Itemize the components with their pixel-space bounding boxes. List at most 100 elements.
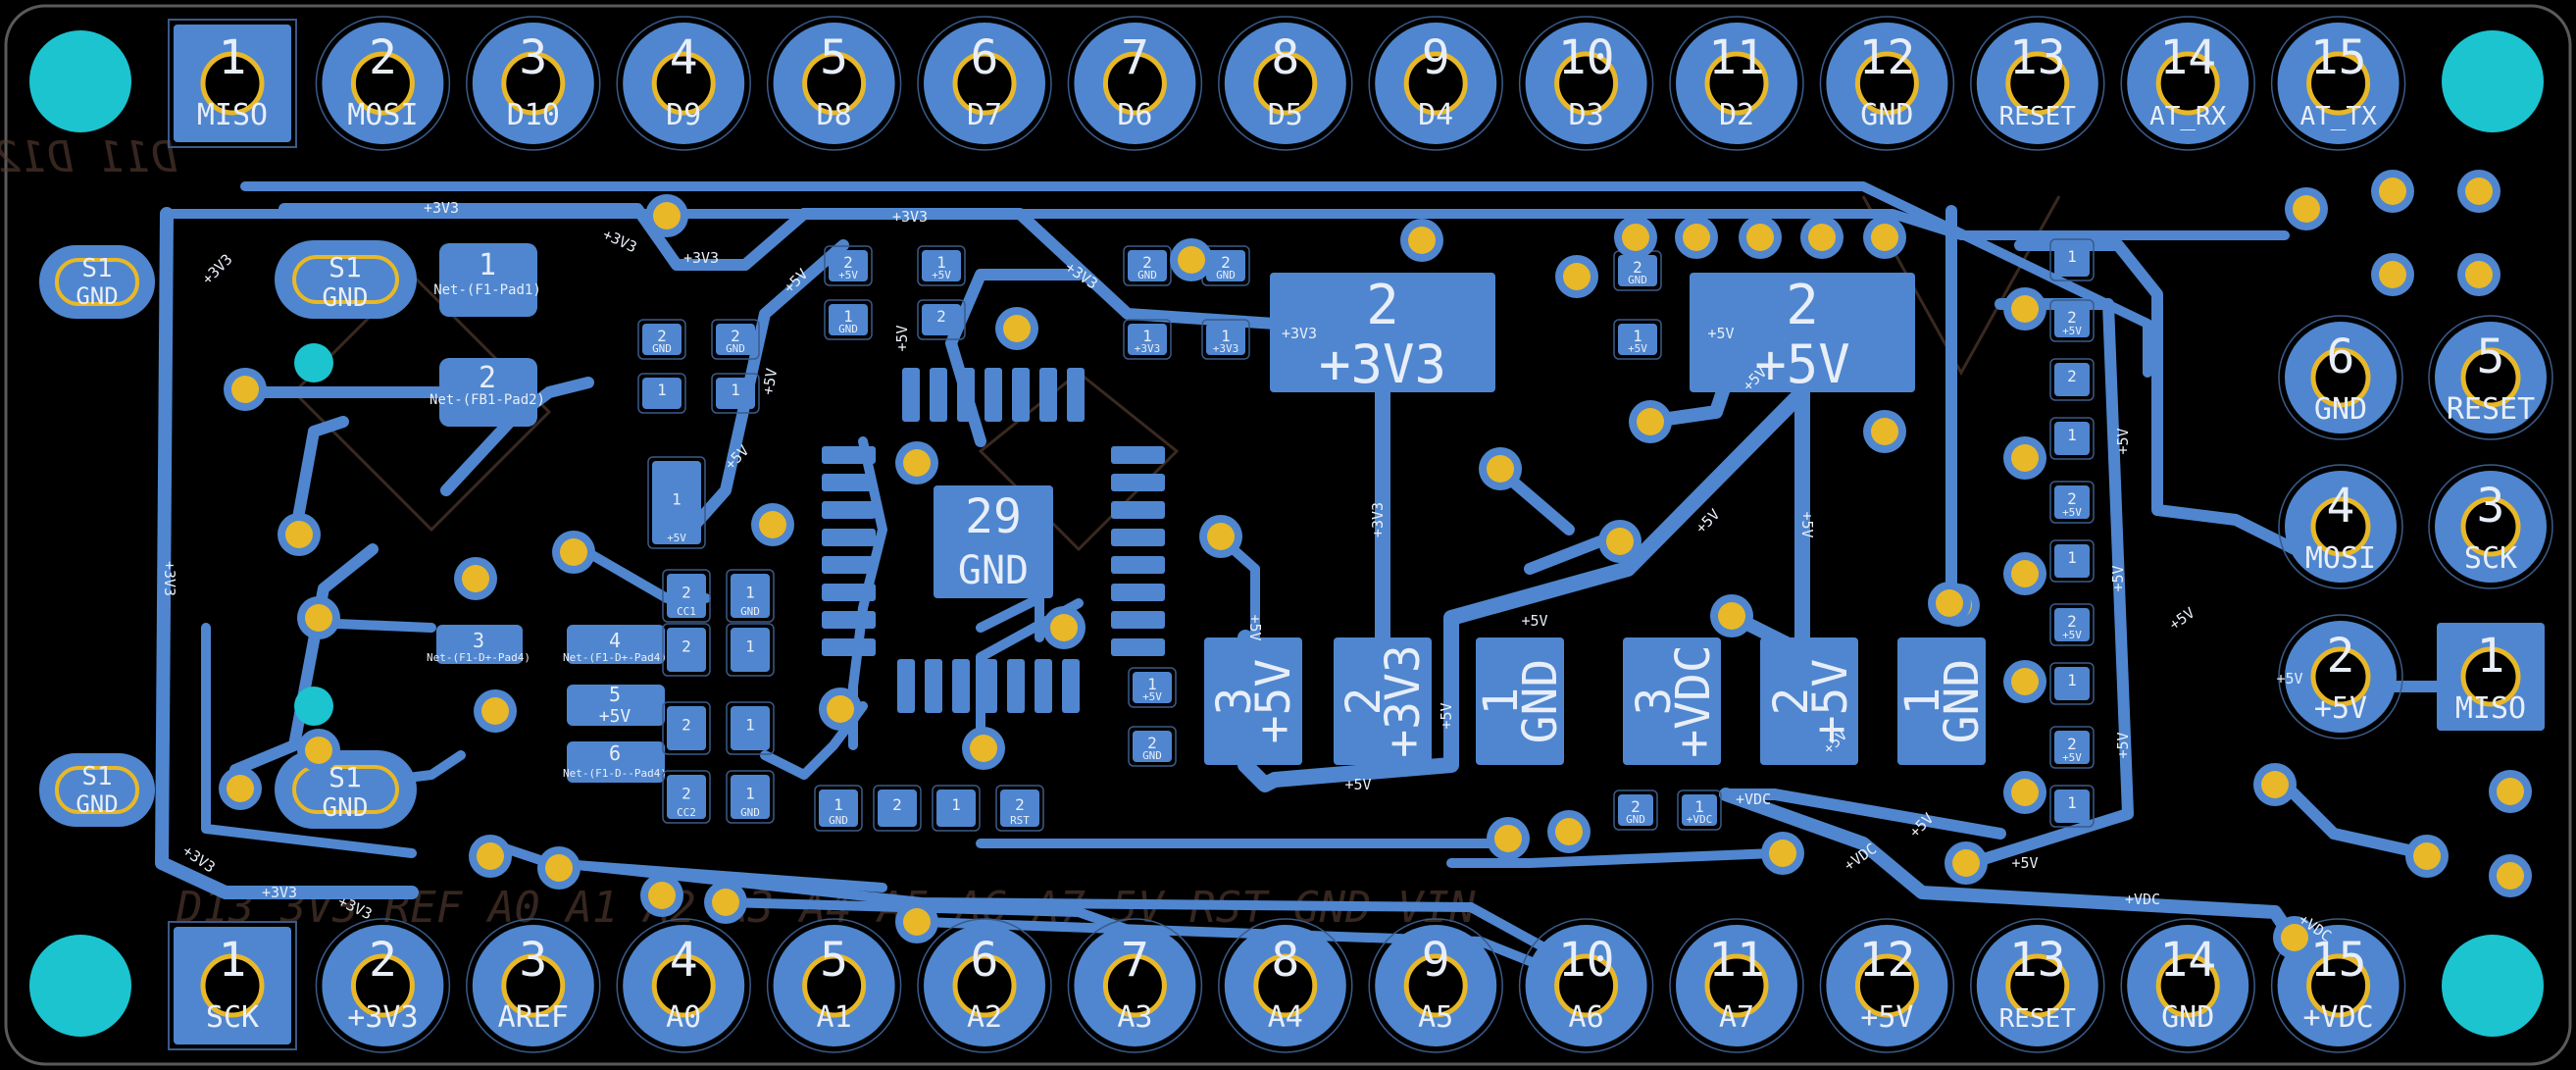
via — [640, 874, 683, 917]
smd-pad: 1+VDC — [1677, 790, 1722, 831]
ic-pin — [957, 368, 975, 422]
svg-text:1: 1 — [2067, 548, 2077, 567]
usb-peg-hole — [294, 687, 333, 726]
svg-text:+3V3: +3V3 — [1135, 342, 1161, 355]
svg-text:GND: GND — [838, 323, 858, 335]
top-pin-number: 12 — [1859, 30, 1916, 85]
ic-pin — [822, 501, 876, 519]
svg-text:1: 1 — [2067, 426, 2077, 444]
svg-text:GND: GND — [958, 548, 1029, 593]
usb-peg-hole — [294, 343, 333, 382]
bottom-pin-15: 15+VDC — [2270, 918, 2406, 1053]
top-pin-label: D5 — [1268, 98, 1303, 132]
net-label: +5V — [2276, 670, 2302, 688]
top-pin-label: D2 — [1719, 98, 1754, 132]
svg-text:3: 3 — [1627, 688, 1682, 716]
smd-pad: 2+5V — [2049, 726, 2095, 769]
bottom-pin-7: 7A3 — [1067, 918, 1203, 1053]
svg-text:1: 1 — [951, 795, 961, 814]
mcu-ground-pad: 29 GND — [934, 485, 1053, 598]
svg-text:+5V: +5V — [2062, 325, 2082, 337]
top-pin-label: D3 — [1569, 98, 1604, 132]
net-label: +3V3 — [892, 208, 928, 226]
svg-text:Net-(F1-Pad1): Net-(F1-Pad1) — [433, 282, 541, 298]
net-label: +5V — [1798, 511, 1816, 537]
svg-text:1: 1 — [1221, 327, 1231, 345]
via — [552, 531, 595, 574]
via — [2457, 170, 2500, 213]
svg-text:2: 2 — [1633, 258, 1642, 277]
mounting-hole-bottom-right — [2442, 935, 2544, 1037]
net-label: +5V — [1344, 776, 1371, 793]
via — [819, 688, 862, 731]
ic-pin — [1111, 611, 1165, 629]
via — [751, 503, 794, 546]
top-pin-8: 8D5 — [1218, 16, 1353, 151]
net-label: +5V — [2109, 565, 2127, 591]
svg-text:2: 2 — [1764, 688, 1819, 716]
via — [995, 307, 1038, 350]
top-pin-number: 10 — [1558, 30, 1615, 85]
net-label: +VDC — [2125, 891, 2160, 908]
via — [1710, 594, 1753, 637]
svg-text:1: 1 — [745, 584, 755, 602]
smd-pad: 2 — [873, 785, 922, 832]
top-pin-6: 6D7 — [917, 16, 1052, 151]
bottom-pin-number: 12 — [1859, 933, 1916, 988]
via — [1863, 410, 1906, 453]
svg-text:2: 2 — [731, 327, 740, 345]
svg-text:1: 1 — [936, 253, 946, 272]
via — [645, 194, 688, 237]
smd-pad: 2+5V — [2049, 299, 2095, 342]
svg-text:+5V: +5V — [2062, 629, 2082, 641]
usb-pad-2: 2 Net-(FB1-Pad2) — [429, 358, 545, 427]
smd-pad: 2+5V — [824, 245, 873, 286]
via — [1170, 238, 1213, 281]
bottom-pin-label: A4 — [1268, 1000, 1303, 1035]
bottom-pin-label: SCK — [206, 1000, 259, 1035]
net-label: +5V — [2011, 854, 2038, 872]
via — [1598, 520, 1642, 563]
ic-pin — [930, 368, 947, 422]
via — [1675, 216, 1718, 259]
via — [2285, 187, 2328, 230]
top-pin-label: D10 — [507, 98, 560, 132]
ic-pin — [985, 368, 1002, 422]
net-label: +3V3 — [424, 199, 459, 217]
bottom-pin-number: 6 — [971, 933, 999, 988]
svg-text:+5V: +5V — [667, 532, 686, 544]
net-label: +5V — [759, 367, 781, 396]
via — [1487, 817, 1530, 860]
bottom-pin-label: A0 — [666, 1000, 701, 1035]
svg-text:+5V: +5V — [2062, 751, 2082, 764]
svg-text:1: 1 — [1142, 327, 1152, 345]
svg-text:+5V: +5V — [1246, 659, 1301, 744]
svg-text:2: 2 — [1366, 274, 1399, 337]
svg-text:2: 2 — [1221, 253, 1231, 272]
top-pin-label: GND — [1860, 98, 1913, 132]
via — [1945, 841, 1988, 885]
svg-text:1: 1 — [1633, 327, 1642, 345]
usb-pad-5: 5 +5V — [567, 683, 665, 727]
via — [297, 729, 340, 772]
via — [1629, 400, 1672, 443]
smd-pad: 1 — [2049, 662, 2095, 705]
top-pin-label: D4 — [1418, 98, 1453, 132]
svg-text:2: 2 — [2067, 367, 2077, 385]
via — [297, 596, 340, 639]
ic-pin — [1062, 659, 1080, 713]
vias — [219, 170, 2532, 959]
svg-text:3: 3 — [2477, 479, 2505, 534]
ic-pin — [1007, 659, 1025, 713]
net-label: +5V — [2114, 732, 2132, 758]
smd-pad: 1 — [726, 701, 775, 755]
svg-text:GND: GND — [1626, 813, 1645, 826]
board-outline — [4, 4, 2572, 1066]
svg-text:Net-(F1-D+-Pad4): Net-(F1-D+-Pad4) — [563, 651, 667, 664]
top-pin-number: 9 — [1422, 30, 1450, 85]
